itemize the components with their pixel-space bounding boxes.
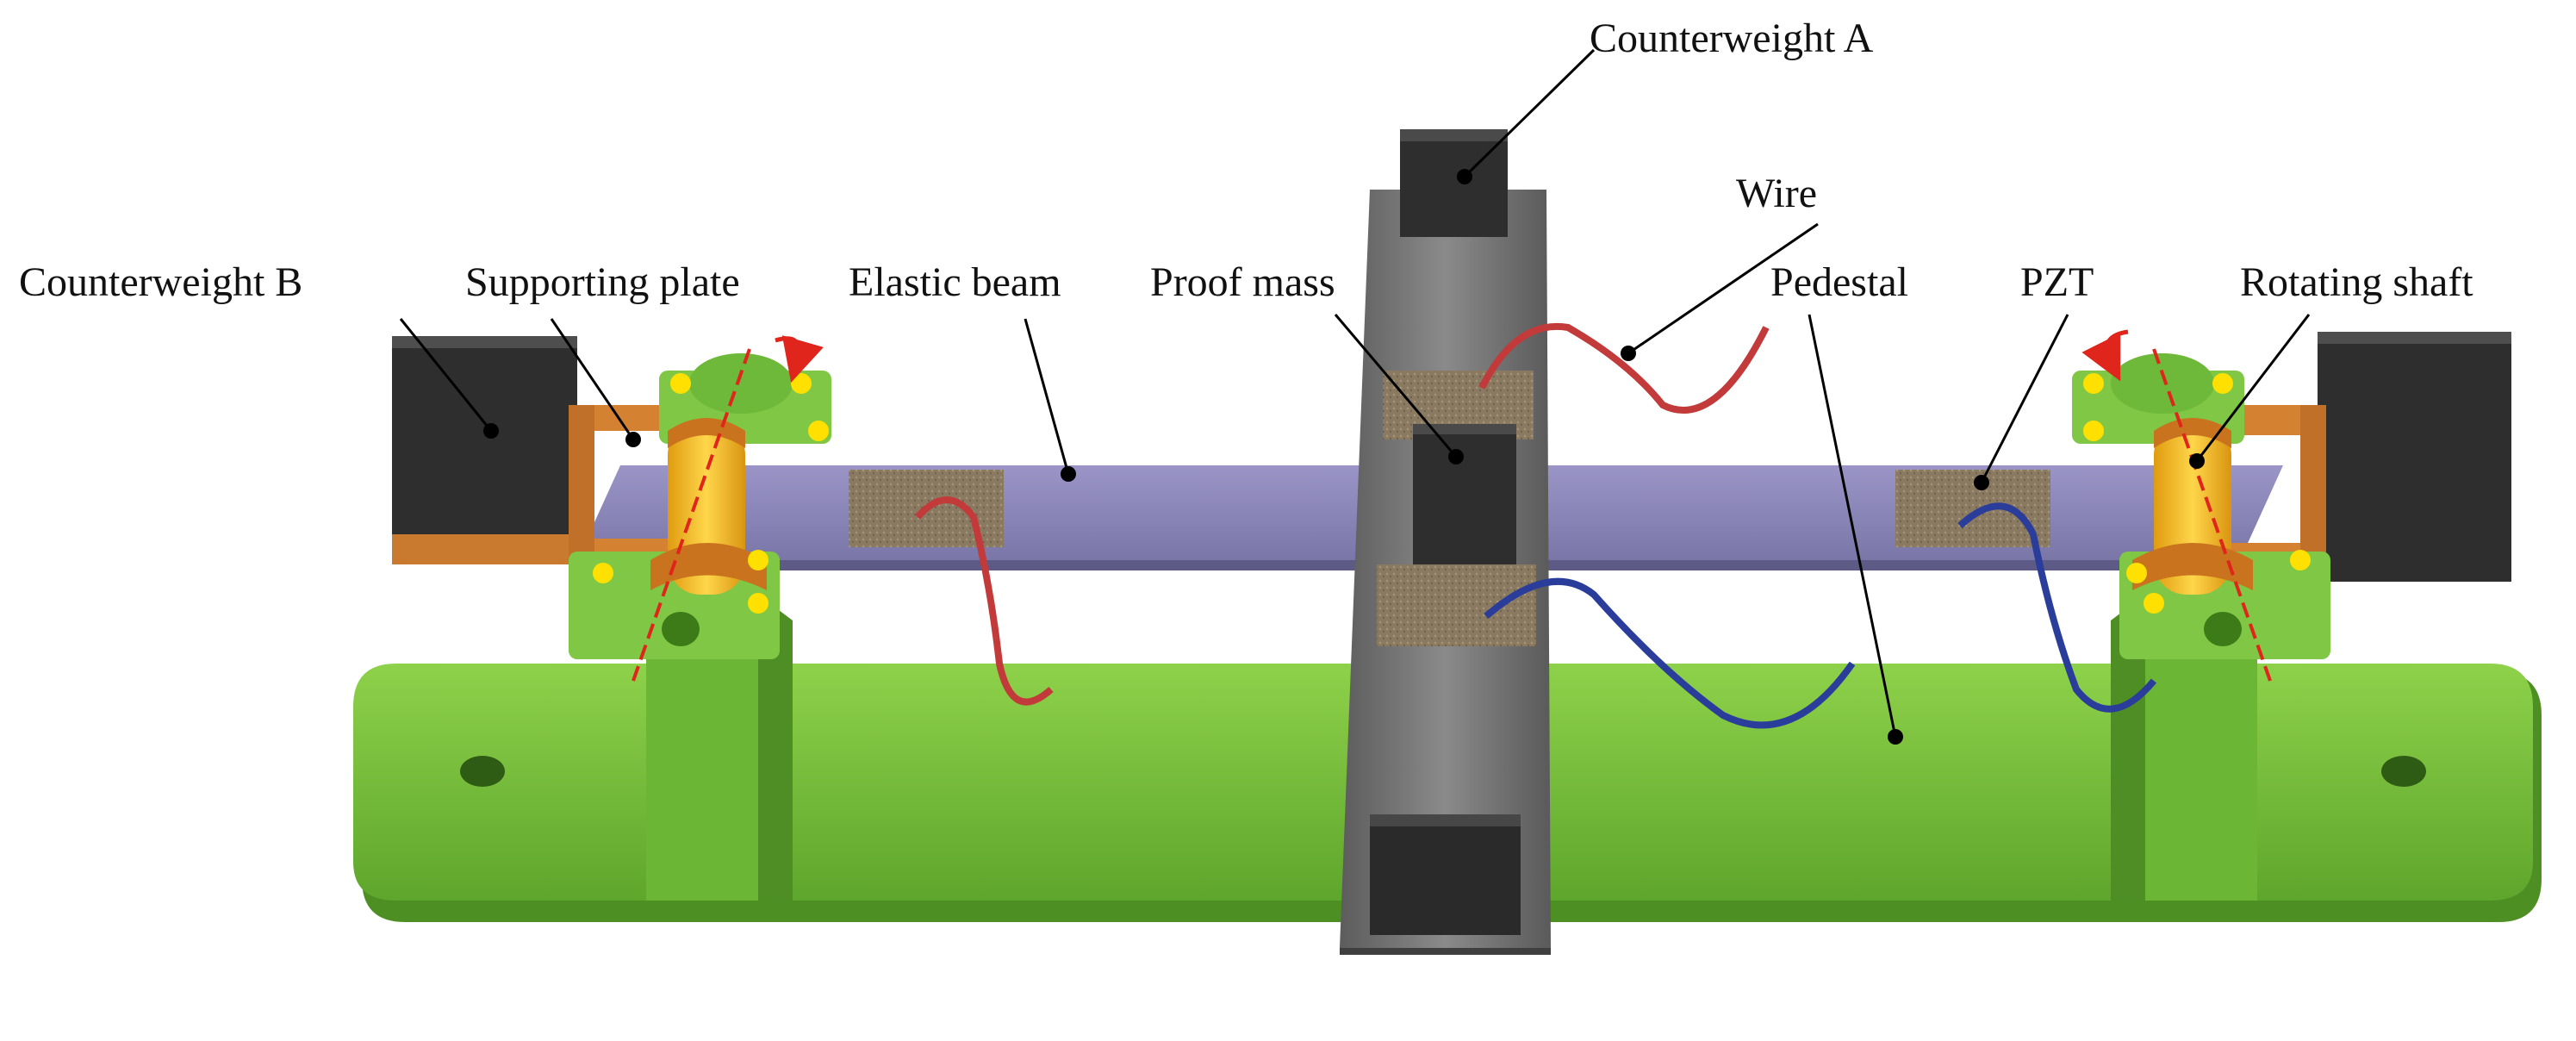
- leader-rotating-shaft: [2195, 314, 2311, 462]
- leader-pzt: [1980, 314, 2069, 483]
- wire-red-top: [1478, 322, 1770, 414]
- counterweight-a: [1400, 129, 1508, 237]
- label-counterweight-a: Counterweight A: [1590, 16, 1874, 61]
- rotation-arrow-icon: [2081, 329, 2129, 382]
- leader-lines: [399, 48, 2311, 738]
- proof-mass: [1413, 424, 1516, 564]
- bolt: [2290, 550, 2311, 570]
- leader-proof-mass: [1334, 314, 1458, 458]
- wire-red-left: [914, 496, 1054, 706]
- leader-wire: [1627, 222, 1819, 355]
- bolt: [808, 421, 829, 441]
- wire-blue-right: [1957, 502, 2157, 713]
- label-wire: Wire: [1736, 171, 1817, 216]
- bolt: [2083, 373, 2104, 394]
- pzt-patch-bottom: [1377, 564, 1536, 646]
- bolt: [791, 373, 812, 394]
- counterweight-b: [392, 336, 577, 564]
- bolt: [593, 563, 613, 583]
- leader-dots: [483, 169, 2205, 745]
- hinge-right: [2072, 329, 2330, 682]
- label-elastic-beam: Elastic beam: [849, 259, 1061, 305]
- leader-pedestal: [1808, 314, 1897, 738]
- mount-hole-right: [2381, 756, 2426, 787]
- bolt: [748, 550, 768, 570]
- bolt: [2083, 421, 2104, 441]
- bolt: [2144, 593, 2164, 614]
- label-supporting-plate: Supporting plate: [465, 259, 740, 305]
- leader-supporting-plate: [550, 318, 635, 440]
- bolt: [2126, 563, 2147, 583]
- leader-counterweight-a: [1463, 48, 1596, 178]
- hinge-left: [569, 335, 831, 682]
- pzt-patch-right: [1895, 470, 2050, 547]
- bolt: [670, 373, 691, 394]
- label-proof-mass: Proof mass: [1150, 259, 1335, 305]
- rotation-axis-right: [2152, 348, 2272, 682]
- label-pedestal: Pedestal: [1770, 259, 1908, 305]
- leader-counterweight-b: [399, 318, 493, 432]
- wire-blue-center: [1484, 577, 1856, 729]
- bolt: [748, 593, 768, 614]
- label-rotating-shaft: Rotating shaft: [2240, 259, 2473, 305]
- bolt: [2212, 373, 2233, 394]
- rotation-arrow-icon: [775, 335, 824, 383]
- label-pzt: PZT: [2020, 259, 2094, 305]
- labels: Counterweight A Wire Counterweight B Sup…: [19, 16, 2473, 305]
- leader-elastic-beam: [1024, 318, 1070, 475]
- counterweight-right: [2318, 332, 2511, 582]
- label-counterweight-b: Counterweight B: [19, 259, 302, 305]
- rotation-axis-left: [632, 348, 751, 682]
- mount-hole-left: [460, 756, 505, 787]
- counterweight-bottom: [1370, 814, 1521, 935]
